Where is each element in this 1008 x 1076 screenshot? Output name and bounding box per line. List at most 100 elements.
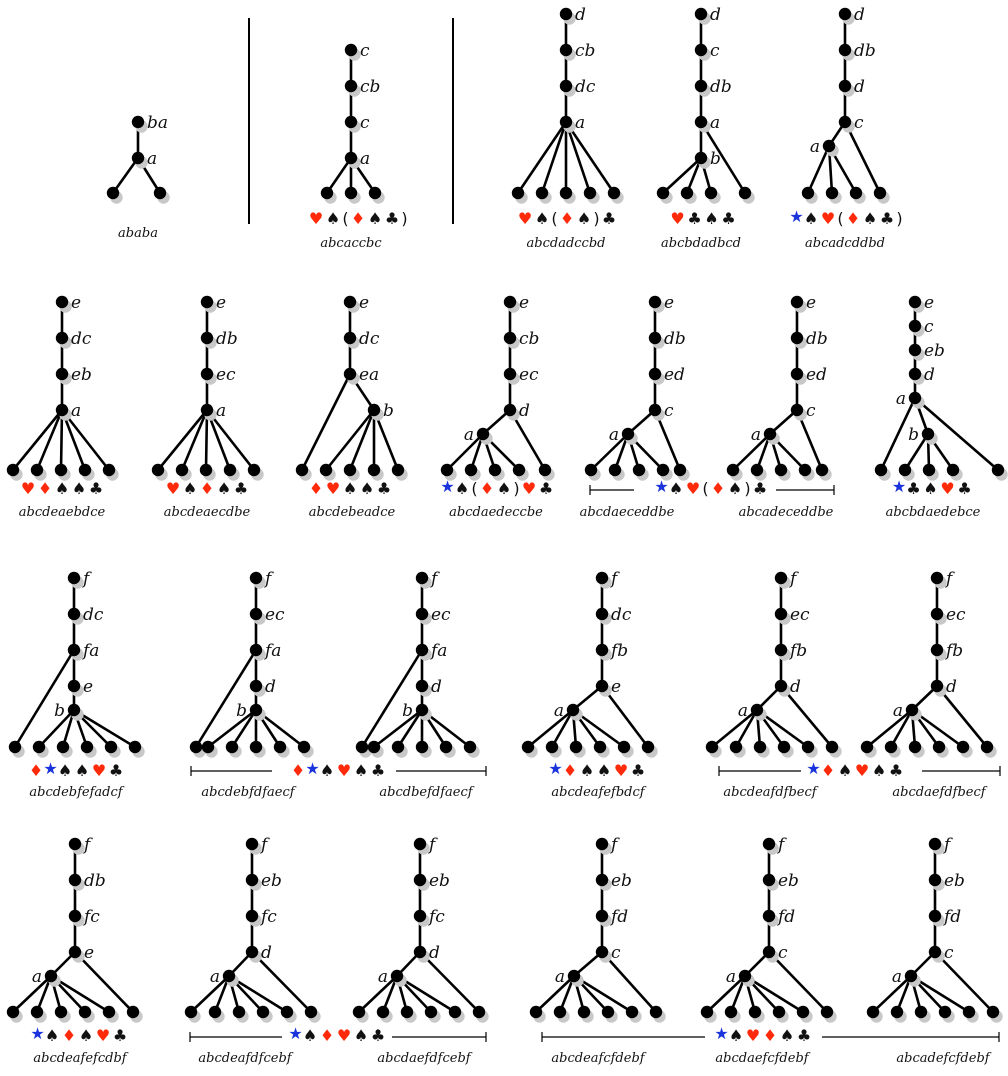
node-label: a [71, 401, 81, 421]
tree-node [400, 1005, 414, 1019]
tree-node [595, 837, 609, 851]
tree-node [184, 1005, 198, 1019]
suit-icon: ♦ [351, 209, 365, 228]
node-label: f [944, 569, 955, 589]
tree-node [559, 7, 573, 21]
tree-node [55, 367, 69, 381]
star-icon: ★ [714, 1024, 728, 1043]
suit-icon: ♠ [326, 209, 340, 228]
tree-node [78, 463, 92, 477]
tree-node [319, 463, 333, 477]
suit-icon: ♠ [804, 209, 818, 228]
tree-node [648, 367, 662, 381]
tree-node [249, 643, 263, 657]
node-label: a [378, 967, 388, 987]
tree-node [415, 571, 429, 585]
paren-glyph: ) [744, 479, 750, 498]
tree-edge [535, 975, 575, 1013]
tree-node [890, 1005, 904, 1019]
tree-edge [204, 409, 209, 471]
suit-icon: ♦ [309, 479, 323, 498]
tree-node [343, 367, 357, 381]
node-label: f [263, 569, 274, 589]
suit-icon: ♦ [291, 761, 305, 780]
tree-node [535, 186, 549, 200]
tree-node [884, 740, 898, 754]
node-label: a [710, 113, 720, 133]
suit-sequence: ★♣♠♥♣ [892, 477, 972, 498]
suit-icon: ♠ [577, 209, 591, 228]
suit-icon: ♠ [55, 479, 69, 498]
suit-icon: ♠ [343, 479, 357, 498]
tree-node [838, 79, 852, 93]
tree-node [344, 186, 358, 200]
suit-sequence: ★♠♦♠♥♣ [30, 1024, 127, 1045]
tree-node [225, 740, 239, 754]
node-label: eb [924, 341, 945, 361]
node-label: a [210, 967, 220, 987]
node-label: fd [776, 907, 795, 927]
node-label: e [216, 293, 226, 313]
tree-node [838, 115, 852, 129]
tree-node [991, 463, 1005, 477]
node-label: db [854, 41, 876, 61]
tree-edge [662, 157, 702, 194]
node-label: e [359, 293, 369, 313]
tree-node [595, 607, 609, 621]
tree-edge [711, 708, 758, 749]
suit-icon: ♦ [62, 1026, 76, 1045]
tree-node [625, 1005, 639, 1019]
tree-edge [419, 951, 480, 1013]
tree-node [928, 945, 942, 959]
tree-node [367, 403, 381, 417]
suit-icon: ♠ [455, 479, 469, 498]
tree-node [822, 139, 836, 153]
tree-node [680, 186, 694, 200]
node-label: eb [429, 871, 450, 891]
tree-node [908, 319, 922, 333]
tree-node [367, 463, 381, 477]
suit-icon: ♣ [631, 761, 645, 780]
tree-3-edges [516, 14, 616, 194]
suit-icon: ♥ [96, 1026, 110, 1045]
node-label: f [942, 835, 953, 855]
tree-caption: abcdaefdfbecf [892, 785, 987, 800]
tree-edge [600, 685, 650, 748]
node-label: f [259, 835, 270, 855]
node-label: cb [360, 77, 380, 97]
tree-node [476, 427, 490, 441]
tree-node [608, 463, 622, 477]
node-label: c [664, 401, 674, 421]
tree-node [595, 945, 609, 959]
suit-icon: ♣ [89, 479, 103, 498]
tree-node [595, 571, 609, 585]
tree-node [621, 427, 635, 441]
tree-node [304, 1005, 318, 1019]
tree-edge [13, 649, 76, 748]
tree-node [472, 1005, 486, 1019]
suit-icon: ♥ [518, 209, 532, 228]
node-label: ba [147, 113, 168, 133]
tree-edge [300, 373, 352, 471]
suit-icon: ♠ [597, 761, 611, 780]
node-label: a [810, 137, 820, 157]
tree-10-nodes [584, 295, 690, 481]
tree-node [704, 186, 718, 200]
tree-edge [348, 409, 376, 471]
node-label: fc [82, 907, 100, 927]
tree-node [980, 740, 994, 754]
suit-icon: ♥ [309, 209, 323, 228]
tree-node [577, 1005, 591, 1019]
tree-20-nodes [184, 837, 321, 1023]
node-label: ec [431, 605, 451, 625]
tree-node [866, 1005, 880, 1019]
tree-node [6, 1005, 20, 1019]
tree-edge [699, 121, 747, 194]
tree-node [774, 643, 788, 657]
tree-node [790, 295, 804, 309]
